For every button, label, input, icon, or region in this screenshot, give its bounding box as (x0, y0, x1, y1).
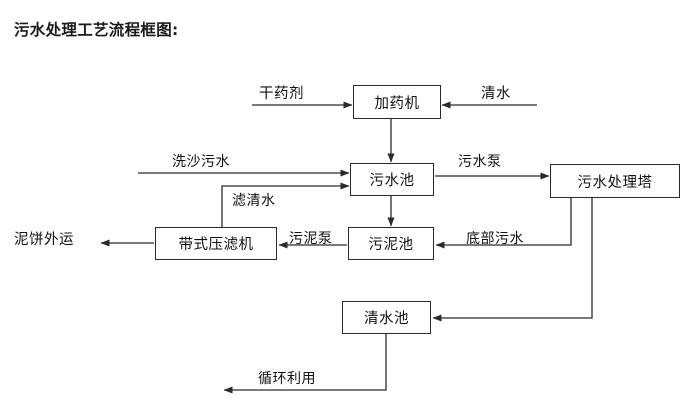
node-sludge-pool[interactable]: 污泥池 (348, 227, 434, 260)
terminal-label-clean-water: 清水 (481, 86, 511, 102)
node-dosing-machine[interactable]: 加药机 (353, 85, 441, 119)
edge-label-wastewater-pump: 污水泵 (458, 154, 502, 170)
edge-label-sludge-pump: 污泥泵 (289, 231, 333, 247)
edge-label-sand-wash-wastewater: 洗沙污水 (172, 154, 230, 170)
connector-filtrate-to-wastewater-pool (221, 182, 350, 227)
node-treatment-tower[interactable]: 污水处理塔 (550, 164, 680, 198)
node-label: 污水池 (369, 173, 415, 189)
node-clearwater-pool[interactable]: 清水池 (342, 301, 431, 334)
edge-label-recycle-reuse: 循环利用 (258, 371, 316, 387)
connector-clearwater-to-recycle (223, 334, 387, 394)
node-label: 加药机 (374, 95, 420, 112)
terminal-label-dry-chemical: 干药剂 (259, 86, 304, 102)
edge-label-filtered-clear-water: 滤清水 (232, 193, 276, 209)
node-label: 带式压滤机 (178, 237, 254, 253)
node-belt-filter-press[interactable]: 带式压滤机 (155, 227, 277, 260)
edge-label-bottom-wastewater: 底部污水 (466, 231, 524, 247)
node-label: 污泥池 (368, 237, 414, 253)
node-wastewater-pool[interactable]: 污水池 (350, 163, 434, 196)
connector-tower-to-sludge (435, 198, 572, 249)
node-label: 清水池 (364, 311, 409, 327)
page-title: 污水处理工艺流程框图: (14, 21, 179, 39)
connector-tower-to-clearwater (432, 198, 593, 322)
terminal-label-mudcake-export: 泥饼外运 (14, 232, 74, 248)
node-label: 污水处理塔 (577, 174, 653, 191)
